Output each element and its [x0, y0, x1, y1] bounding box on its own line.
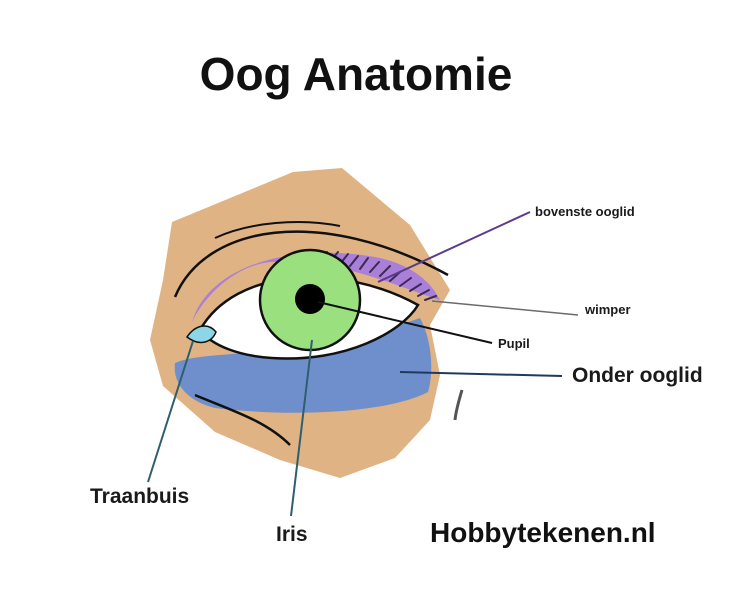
label-lower-eyelid: Onder ooglid	[572, 364, 703, 387]
leader-iris	[290, 339, 313, 517]
leader-tear-duct	[147, 340, 194, 483]
label-upper-eyelid: bovenste ooglid	[535, 204, 635, 219]
label-iris: Iris	[276, 523, 308, 546]
brow-line	[173, 230, 449, 298]
brow-line-inner	[214, 221, 341, 239]
leader-pupil	[317, 301, 493, 344]
leader-lower-eyelid	[399, 371, 563, 377]
lower-lid-line	[194, 393, 291, 446]
upper-eyelid	[192, 252, 440, 322]
leader-upper-eyelid	[377, 211, 531, 283]
credit-text: Hobbytekenen.nl	[430, 517, 656, 548]
page-title: Oog Anatomie	[200, 48, 513, 100]
label-eyelash: wimper	[584, 302, 631, 317]
pupil	[295, 284, 325, 314]
label-tear-duct: Traanbuis	[90, 485, 189, 508]
label-pupil: Pupil	[498, 336, 530, 351]
leader-eyelash	[431, 300, 579, 316]
tear-duct	[185, 325, 217, 344]
cheek-mark	[453, 389, 464, 421]
